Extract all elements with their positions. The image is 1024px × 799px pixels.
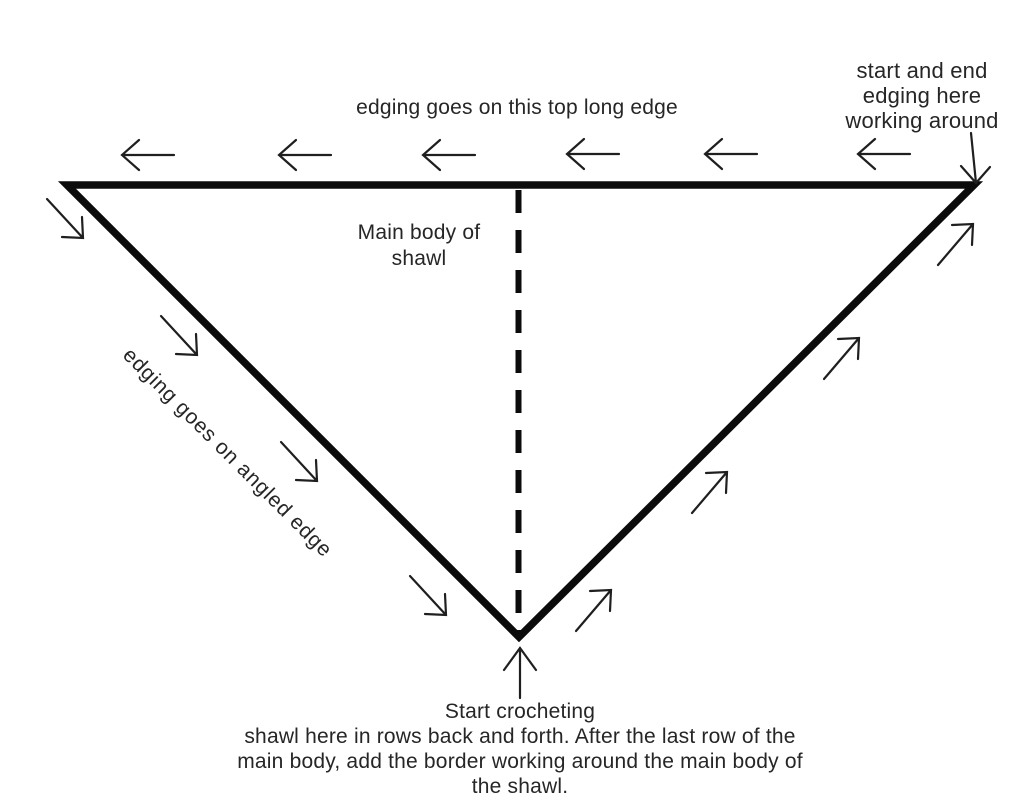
right-edge-arrow-3 xyxy=(822,336,861,381)
arrow-layer xyxy=(45,131,992,700)
top-edge-arrow-1 xyxy=(120,138,176,172)
top-edge-arrow-3 xyxy=(421,138,477,172)
top-edge-label: edging goes on this top long edge xyxy=(356,96,678,119)
top-edge-arrow-4 xyxy=(565,137,621,171)
top-edge-arrow-6 xyxy=(856,137,912,171)
left-edge-arrow-3 xyxy=(279,440,319,483)
left-edge-arrow-2 xyxy=(159,314,199,357)
main-body-label: Main body of shawl xyxy=(357,221,481,270)
left-edge-arrow-1 xyxy=(45,197,85,240)
start-up-arrow xyxy=(502,646,538,700)
start-end-edging-label: start and end edging here working around xyxy=(845,58,999,133)
left-edge-arrow-4 xyxy=(408,574,448,617)
top-edge-arrow-2 xyxy=(277,138,333,172)
start-crocheting-note: Start crocheting shawl here in rows back… xyxy=(237,700,803,798)
right-edge-arrow-4 xyxy=(936,222,975,267)
corner-down-arrow xyxy=(959,131,992,185)
right-edge-arrow-2 xyxy=(690,470,729,515)
right-edge-arrow-1 xyxy=(574,588,613,633)
triangle-outline xyxy=(57,181,984,643)
top-edge-arrow-5 xyxy=(703,137,759,171)
